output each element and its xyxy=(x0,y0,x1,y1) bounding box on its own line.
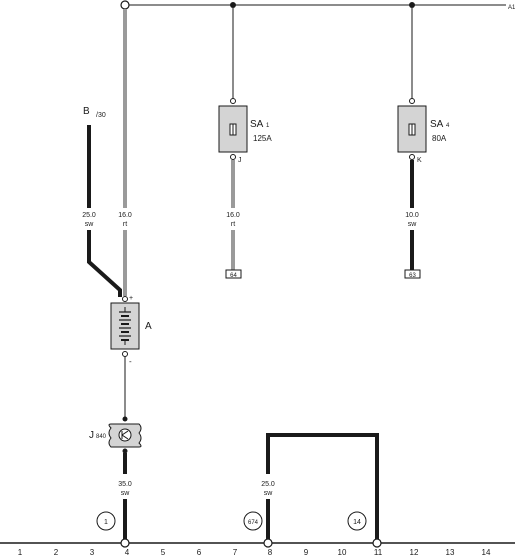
relay-label: J xyxy=(89,430,94,441)
terminal-b-sub: /30 xyxy=(96,112,106,119)
ruler-9: 9 xyxy=(304,548,309,556)
ground-terminal-11[interactable] xyxy=(372,538,382,548)
terminal-b-label: B xyxy=(83,106,90,117)
sa4-top-terminal[interactable] xyxy=(409,98,415,104)
connector-63-label: 63 xyxy=(409,273,416,279)
wire-b30-color: sw xyxy=(85,221,95,228)
ground-terminal-4[interactable] xyxy=(120,538,130,548)
ground-point-674-label: 674 xyxy=(248,520,259,526)
relay-top-junction xyxy=(122,416,128,422)
bus-start-terminal[interactable] xyxy=(120,0,130,10)
relay-sensor-icon xyxy=(118,428,132,442)
ruler-3: 3 xyxy=(90,548,95,556)
ruler-10: 10 xyxy=(338,548,347,556)
wire-b30-to-battery[interactable] xyxy=(87,230,122,297)
ruler-1: 1 xyxy=(18,548,23,556)
battery-plus-sign: + xyxy=(129,295,133,302)
ground-point-1[interactable] xyxy=(96,511,116,531)
ruler-6: 6 xyxy=(197,548,202,556)
bus-junction-2 xyxy=(409,2,415,8)
fuse-sa1-name: SA xyxy=(250,119,264,130)
ground-point-674[interactable] xyxy=(243,511,263,531)
connector-64-box[interactable] xyxy=(225,269,242,279)
bus-label: A1 xyxy=(508,5,515,11)
connector-63-box[interactable] xyxy=(404,269,421,279)
sa1-pin-label: J xyxy=(238,157,242,164)
ground-point-14[interactable] xyxy=(347,511,367,531)
wire-sa1-size: 16.0 xyxy=(226,212,240,219)
ruler-4: 4 xyxy=(125,548,130,556)
ruler-8: 8 xyxy=(268,548,273,556)
sa4-pin-label: K xyxy=(417,157,422,164)
wire-sa4-color: sw xyxy=(408,221,418,228)
battery-label: A xyxy=(145,321,152,332)
ruler-2: 2 xyxy=(54,548,59,556)
ruler-14: 14 xyxy=(482,548,491,556)
wire-relay-color: sw xyxy=(121,490,131,497)
ruler-11: 11 xyxy=(374,548,383,556)
wire-sa4-size: 10.0 xyxy=(405,212,419,219)
ground-terminal-8[interactable] xyxy=(263,538,273,548)
fuse-sa4-sub: 4 xyxy=(446,123,450,129)
battery-minus-terminal[interactable] xyxy=(122,351,128,357)
ground-point-1-label: 1 xyxy=(104,519,108,526)
ruler-5: 5 xyxy=(161,548,166,556)
ground-point-14-label: 14 xyxy=(353,519,361,526)
fuse-sa1-sub: 1 xyxy=(266,123,270,129)
wire-ground-color: sw xyxy=(264,490,274,497)
sa4-bottom-terminal[interactable] xyxy=(409,154,415,160)
battery-cell-icon xyxy=(119,307,131,345)
wire-relay-size: 35.0 xyxy=(118,481,132,488)
wire-main-color: rt xyxy=(123,221,127,228)
ruler-12: 12 xyxy=(410,548,419,556)
sa1-bottom-terminal[interactable] xyxy=(230,154,236,160)
relay-sub: 840 xyxy=(96,434,107,440)
fuse-sa4-name: SA xyxy=(430,119,444,130)
battery-minus-sign: - xyxy=(129,357,132,366)
bus-junction-1 xyxy=(230,2,236,8)
fuse-sa1-rating: 125A xyxy=(253,134,272,143)
wire-b30-size: 25.0 xyxy=(82,212,96,219)
position-ruler: 1 2 3 4 5 6 7 8 9 10 11 12 13 14 xyxy=(18,548,491,556)
ruler-7: 7 xyxy=(233,548,238,556)
fuse-sa4-rating: 80A xyxy=(432,134,447,143)
wire-main-size: 16.0 xyxy=(118,212,132,219)
wire-ground-loop[interactable] xyxy=(266,433,379,539)
wire-ground-size: 25.0 xyxy=(261,481,275,488)
ruler-13: 13 xyxy=(446,548,455,556)
battery-plus-terminal[interactable] xyxy=(122,296,128,302)
relay-bottom-junction xyxy=(122,448,128,454)
sa1-top-terminal[interactable] xyxy=(230,98,236,104)
connector-64-label: 64 xyxy=(230,273,237,279)
wire-sa1-color: rt xyxy=(231,221,235,228)
